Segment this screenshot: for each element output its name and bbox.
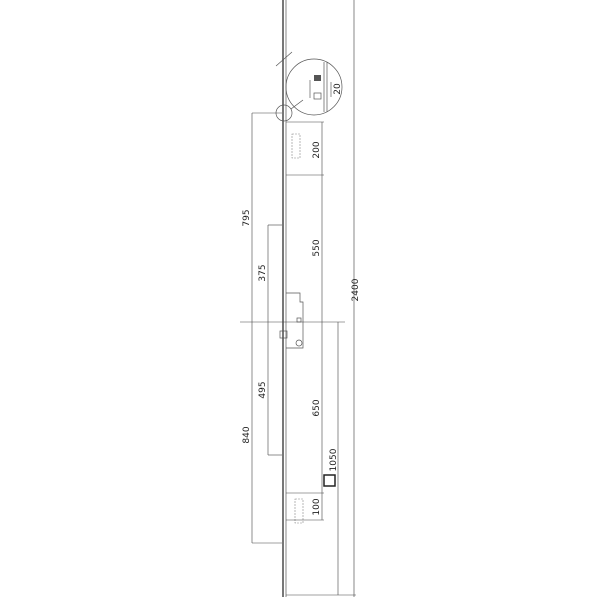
top-hook <box>291 133 301 159</box>
dim-550: 550 <box>312 239 322 256</box>
handle-marker <box>323 474 336 487</box>
gearbox <box>279 292 304 349</box>
dim-375: 375 <box>258 264 268 281</box>
detail-callout <box>275 58 343 122</box>
dim-795: 795 <box>242 209 252 226</box>
break-mark <box>275 51 293 67</box>
dim-20: 20 <box>333 83 343 95</box>
dim-200: 200 <box>312 141 322 158</box>
dim-1050: 1050 <box>329 448 339 471</box>
dim-650: 650 <box>312 399 322 416</box>
dimension-lines <box>240 112 356 596</box>
bottom-hook <box>294 498 304 524</box>
dim-495: 495 <box>258 381 268 398</box>
dim-100: 100 <box>312 498 322 515</box>
lock-bar <box>275 0 293 597</box>
dim-2400: 2400 <box>351 278 361 301</box>
dim-840: 840 <box>242 426 252 443</box>
